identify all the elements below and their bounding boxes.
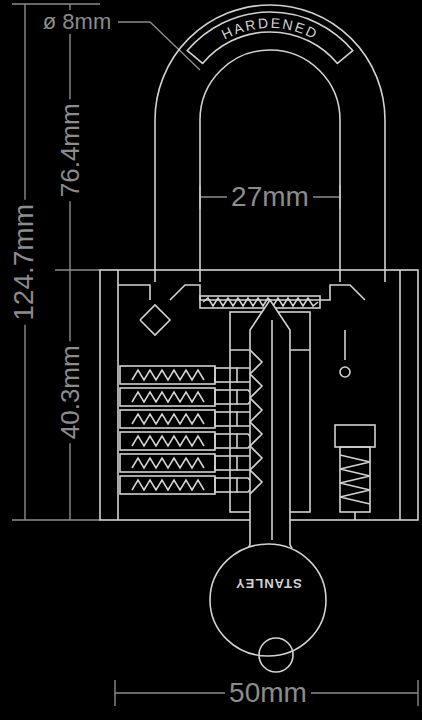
shackle-marking: HARDENED xyxy=(219,15,321,43)
shackle-marking-text: HARDENED xyxy=(219,15,321,43)
dimension-label: 40.3mm xyxy=(56,341,85,443)
shackle xyxy=(155,5,385,282)
dimension-label: 76.4mm xyxy=(56,99,85,201)
dimension-label: ø 8mm xyxy=(39,10,115,34)
dimension-label: 27mm xyxy=(227,182,313,213)
dimension-label: 124.7mm xyxy=(9,200,40,325)
brand-mark: STANLEY xyxy=(231,576,306,590)
pin-tumblers xyxy=(120,366,262,494)
key xyxy=(210,300,326,672)
dimension-lines xyxy=(12,4,418,706)
dimension-label: 50mm xyxy=(225,678,311,709)
